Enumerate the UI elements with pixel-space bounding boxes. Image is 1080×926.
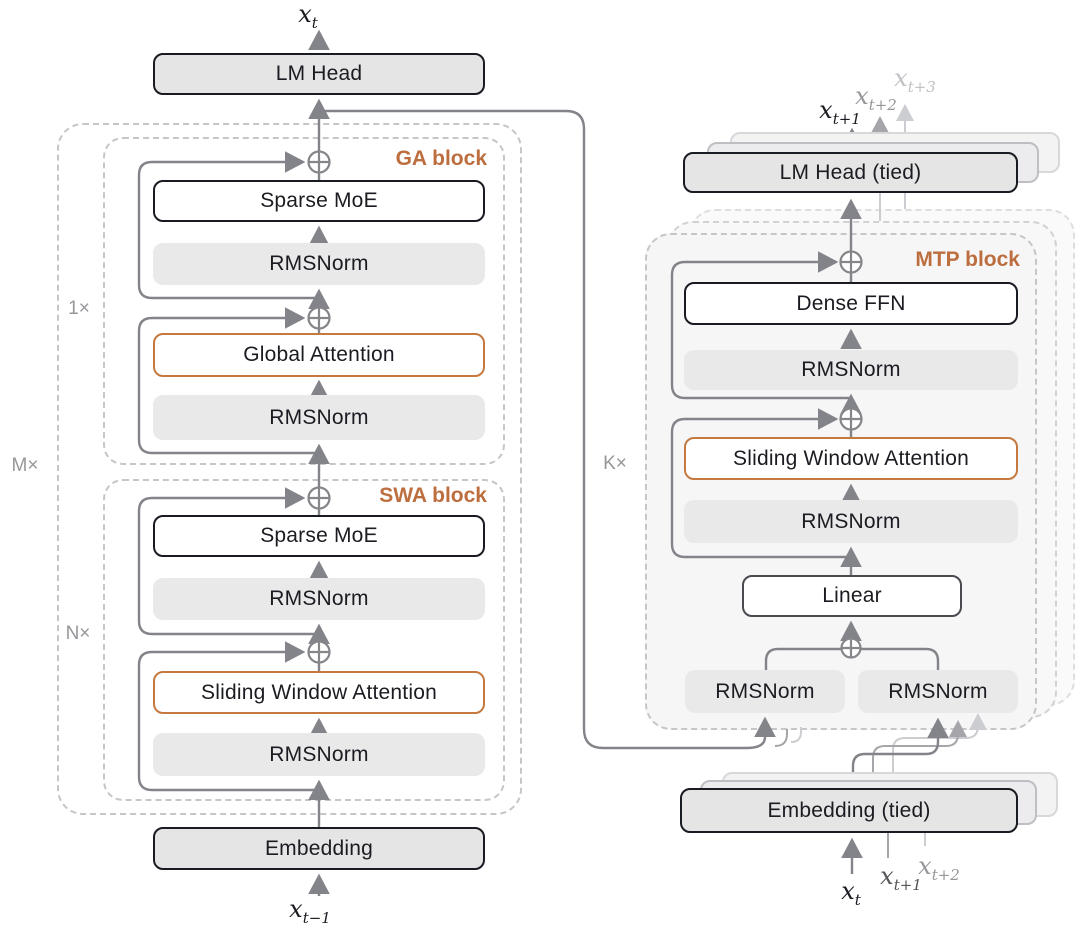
- mtp-rmsnorm-box-1: RMSNorm: [684, 350, 1018, 390]
- token-sub: t: [854, 890, 861, 909]
- ga-rmsnorm-box-1: RMSNorm: [153, 243, 485, 285]
- token-sub: t: [311, 13, 318, 32]
- token-sub: t+1: [893, 875, 922, 894]
- add-icon: [307, 486, 331, 510]
- token-label-xt-in: xt: [841, 877, 861, 907]
- embedding-to-norm-right: [851, 717, 949, 788]
- residual-skip-ga-attn: [137, 307, 319, 455]
- n-multiplier-label: N×: [65, 623, 91, 644]
- ghost-embedding-wire-2: [892, 713, 987, 772]
- ga-multiplier-label: 1×: [68, 298, 90, 319]
- token-label-xt-out: xt: [298, 0, 318, 30]
- m-repeat-container: [57, 123, 522, 815]
- token-label-xt2-out: xt+2: [855, 82, 897, 112]
- mtp-sliding-window-attention-box: Sliding Window Attention: [684, 437, 1018, 480]
- adders: [307, 150, 863, 664]
- ghost-wires-mid: [774, 116, 967, 858]
- swa-block-label: SWA block: [379, 484, 487, 507]
- swa-sparse-moe-box: Sparse MoE: [153, 515, 485, 557]
- mtp-rmsnorm-box-left: RMSNorm: [685, 670, 845, 713]
- add-icon: [840, 637, 862, 659]
- residual-skip-swa-moe: [137, 487, 319, 636]
- token-sub: t+2: [931, 865, 960, 884]
- sliding-window-attention-box: Sliding Window Attention: [153, 671, 485, 714]
- token-label-xtm1-in: xt−1: [289, 895, 331, 925]
- token-sub: t+2: [868, 95, 897, 114]
- add-icon: [307, 306, 331, 330]
- token-label-xt3-out: xt+3: [894, 64, 936, 94]
- residual-skip-ga-moe: [137, 151, 319, 300]
- routing-line-to-mtp: [319, 109, 776, 750]
- token-base: x: [289, 895, 303, 923]
- token-base: x: [855, 82, 869, 110]
- ga-sparse-moe-box: Sparse MoE: [153, 180, 485, 222]
- ghost-routing-stub-2: [790, 727, 802, 743]
- ga-rmsnorm-box-2: RMSNorm: [153, 395, 485, 440]
- swa-rmsnorm-box-2: RMSNorm: [153, 733, 485, 776]
- residual-skip-mtp-ffn: [670, 251, 851, 400]
- global-attention-box: Global Attention: [153, 333, 485, 377]
- ghost-routing-stub-1: [774, 729, 788, 747]
- token-base: x: [880, 862, 894, 890]
- residual-skip-mtp-attn: [670, 408, 851, 559]
- token-base: x: [841, 877, 855, 905]
- token-sub: t+1: [832, 109, 861, 128]
- add-icon: [839, 407, 863, 431]
- token-base: x: [298, 0, 312, 28]
- token-base: x: [894, 64, 908, 92]
- merge-left-wire: [764, 647, 841, 670]
- add-icon: [307, 640, 331, 664]
- dense-ffn-box: Dense FFN: [684, 282, 1018, 325]
- lm-head-box: LM Head: [153, 53, 485, 95]
- token-base: x: [918, 852, 932, 880]
- add-icon: [839, 250, 863, 274]
- token-base: x: [819, 96, 833, 124]
- swa-block-container: [103, 479, 505, 801]
- token-label-xt1-in: xt+1: [880, 862, 922, 892]
- add-icon: [307, 150, 331, 174]
- swa-rmsnorm-box-1: RMSNorm: [153, 578, 485, 620]
- k-multiplier-label: K×: [603, 453, 627, 474]
- mtp-rmsnorm-box-2: RMSNorm: [684, 500, 1018, 543]
- token-label-xt2-in: xt+2: [918, 852, 960, 882]
- ga-block-container: [103, 137, 505, 465]
- embedding-box: Embedding: [153, 827, 485, 870]
- flow-wires: [137, 29, 949, 896]
- ga-block-label: GA block: [395, 147, 487, 170]
- token-sub: t−1: [302, 908, 331, 926]
- mtp-block-label: MTP block: [915, 248, 1020, 271]
- lm-head-tied-box: LM Head (tied): [683, 152, 1018, 193]
- embedding-tied-box: Embedding (tied): [680, 788, 1018, 833]
- token-label-xt1-out: xt+1: [819, 96, 861, 126]
- mtp-rmsnorm-box-right: RMSNorm: [858, 670, 1018, 713]
- residual-skip-swa-attn: [137, 641, 319, 792]
- m-multiplier-label: M×: [11, 455, 39, 476]
- merge-right-wire: [861, 647, 940, 670]
- token-sub: t+3: [907, 77, 936, 96]
- linear-box: Linear: [742, 575, 962, 617]
